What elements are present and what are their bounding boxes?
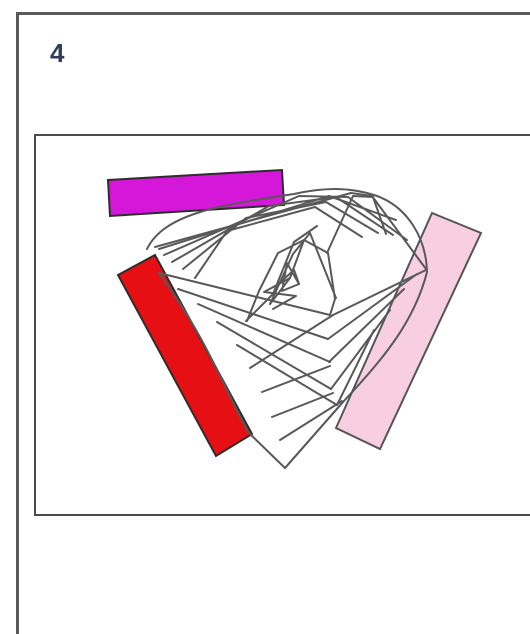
card-number: 4 [50, 40, 64, 66]
figure-frame [34, 134, 530, 516]
